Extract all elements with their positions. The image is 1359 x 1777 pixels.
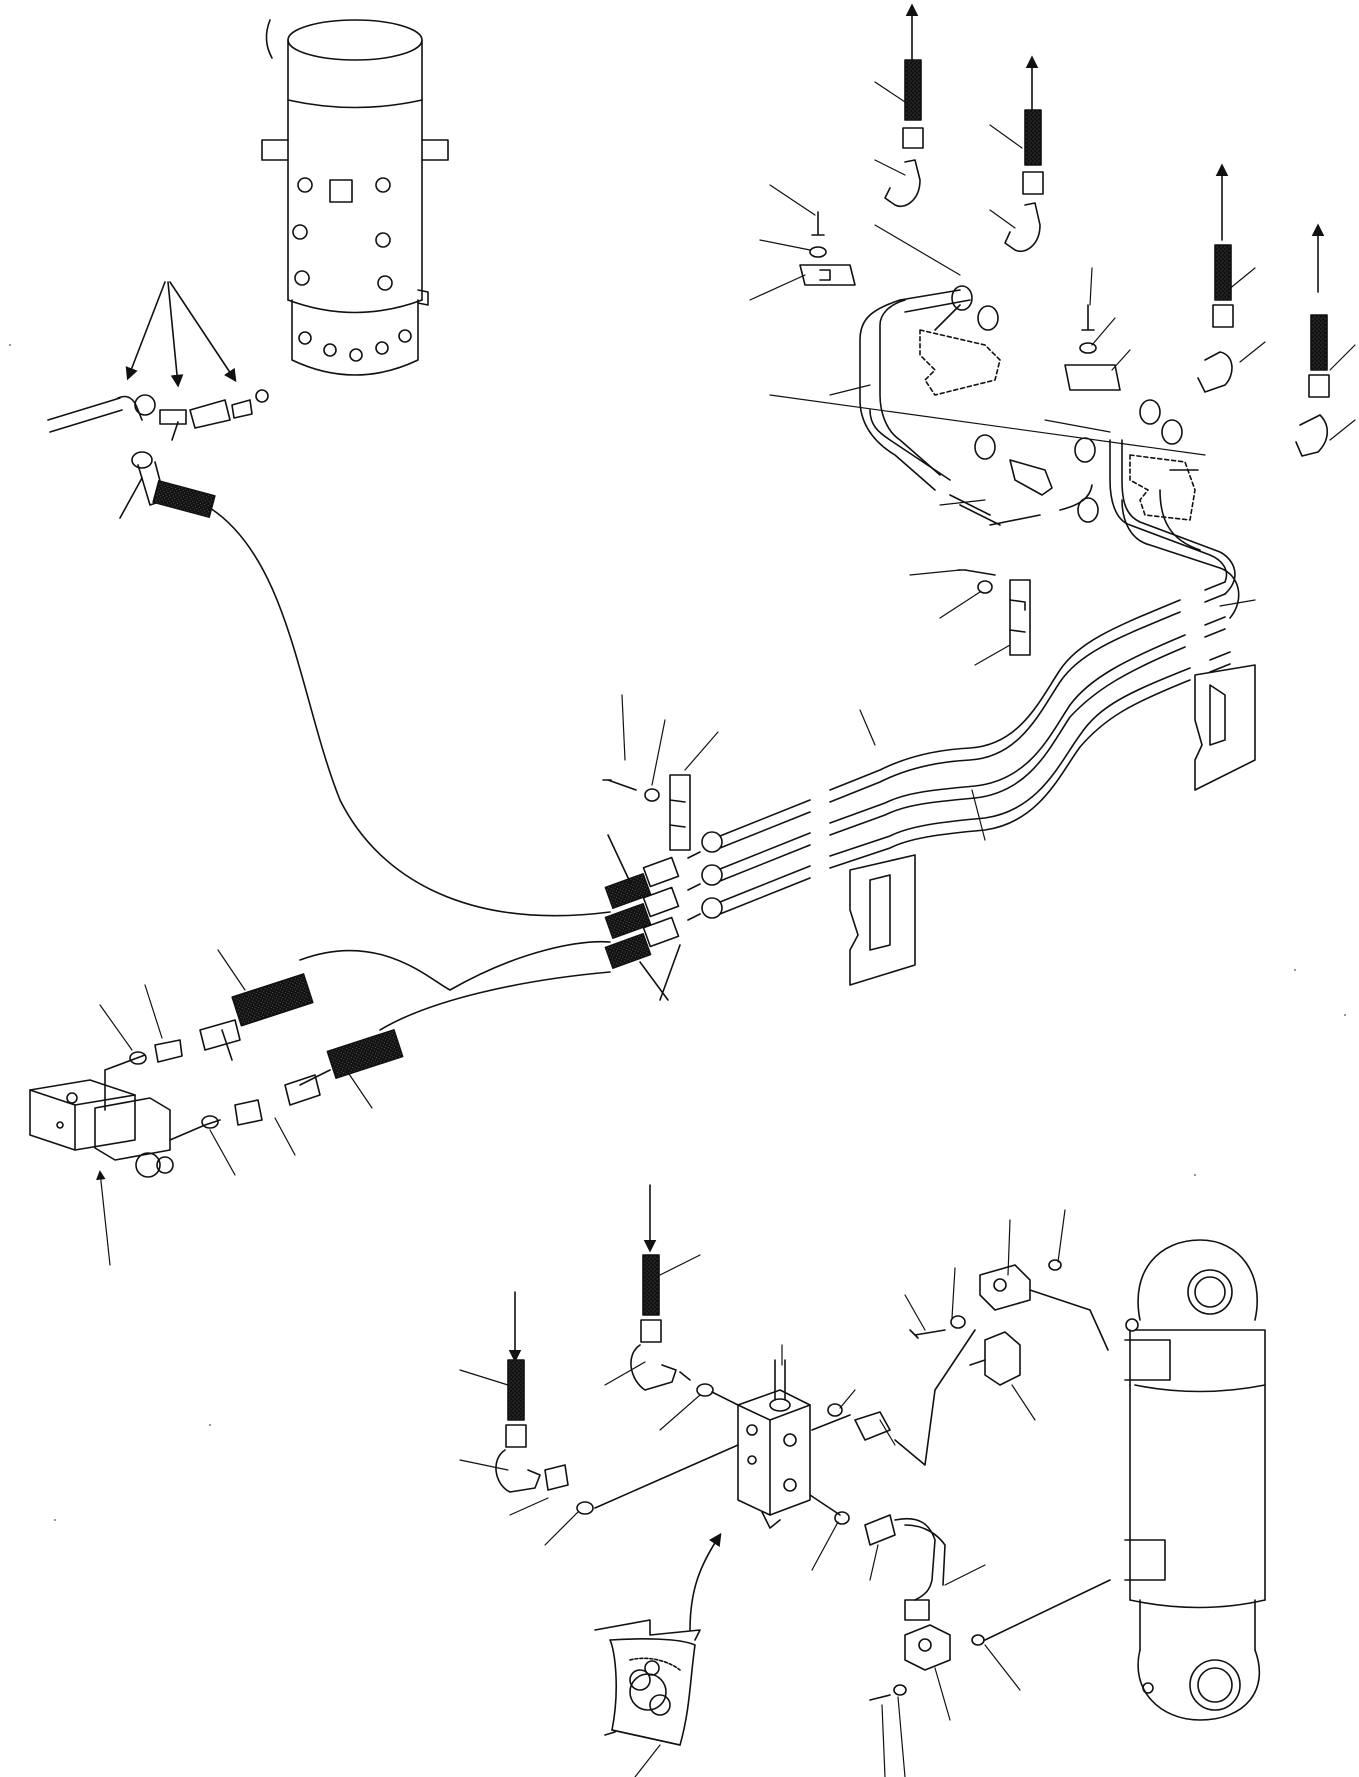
solenoid-fittings [130,974,403,1128]
bottom-leaders [460,1210,1065,1777]
top-left-fitting-group [48,390,268,517]
valve-right-fittings [810,1330,975,1620]
cylinder-flange-upper [910,1260,1108,1385]
bottom-center-hose [631,1185,738,1405]
hydraulic-cylinder [1125,1240,1265,1720]
tube-nuts [952,286,1182,522]
misc-dots [9,344,1346,1521]
swivel-ports [293,178,411,361]
leader-lines [622,82,1355,840]
hose-long-upper [210,508,610,916]
control-valve-block [738,1360,810,1528]
top-right-hoses [885,3,1329,456]
pointer-arrows-top-left [120,282,237,518]
hose-lower-3 [380,972,610,1030]
steel-tubes [720,290,1239,914]
bottom-left-hose [496,1292,738,1514]
solenoid-leaders [96,950,372,1265]
clamp-group-top [603,212,1120,850]
cylinder-flange-lower [870,1580,1110,1700]
seal-kit [595,1532,722,1745]
detail-insets [850,330,1255,985]
hose-long-lower [300,942,610,990]
swivel-joint [262,20,448,375]
solenoid-valve [30,1055,220,1177]
center-hose-fittings [605,832,722,968]
pointer-arrows-center [608,835,680,1000]
